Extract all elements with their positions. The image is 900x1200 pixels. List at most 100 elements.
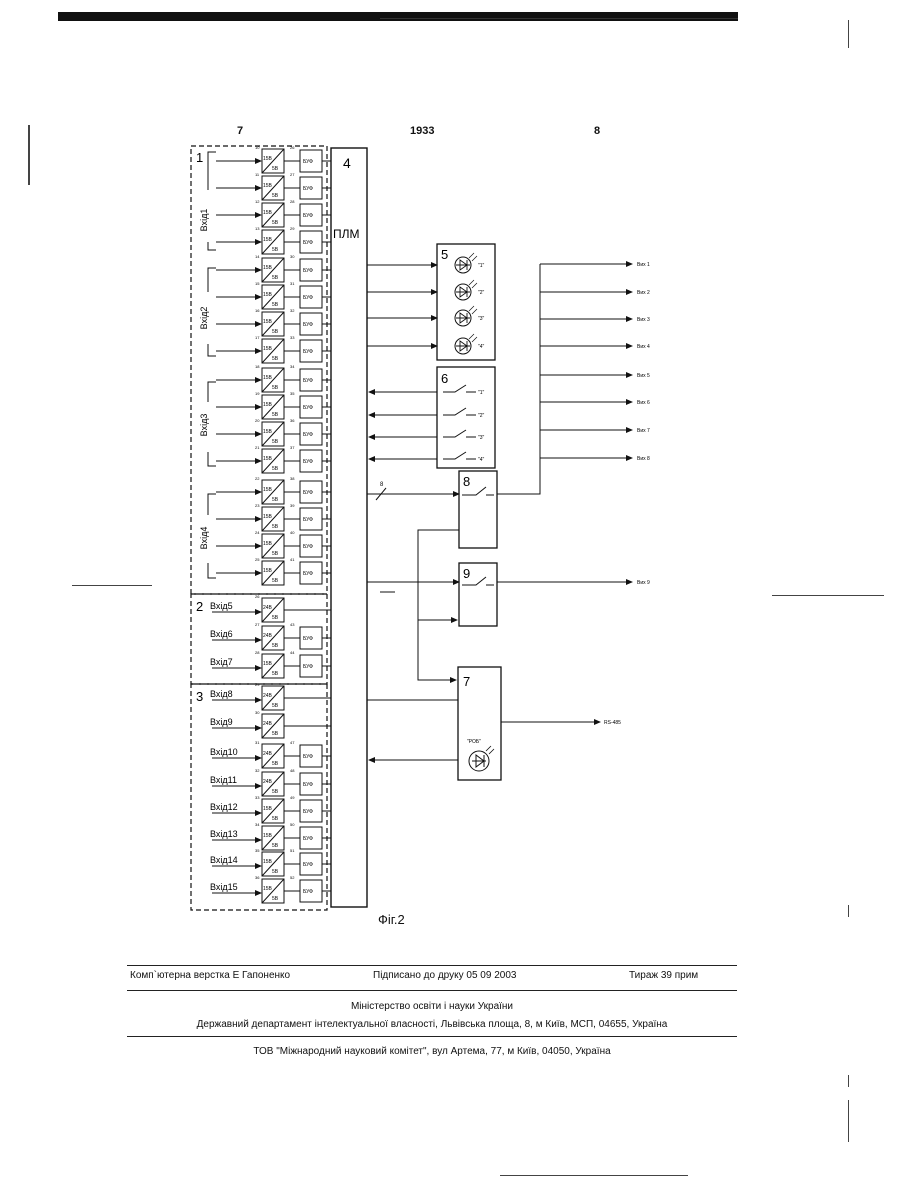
department-line: Державний департамент інтелектуальної вл… — [127, 1019, 737, 1030]
output-label: Вих 3 — [637, 317, 650, 323]
ref-number: 35 — [290, 391, 295, 396]
ref-number: 14 — [255, 254, 260, 259]
ref-number: 21 — [255, 445, 260, 450]
bus-width-label: 8 — [380, 482, 384, 488]
buffer-box: БУФ26 — [284, 145, 331, 172]
scan-margin-mark — [848, 1075, 849, 1087]
scan-margin-mark — [500, 1175, 688, 1176]
converter-label-bottom: 5В — [272, 329, 279, 335]
converter-label-bottom: 5В — [272, 869, 279, 875]
converter-label-top: 15В — [263, 156, 273, 162]
converter-label-bottom: 5В — [272, 615, 279, 621]
ref-number: 30 — [290, 254, 295, 259]
buffer-box: БУФ38 — [284, 476, 331, 503]
block-number-7: 7 — [463, 674, 470, 689]
converter-box: 24В5В30 — [255, 710, 284, 738]
converter-label-bottom: 5В — [272, 466, 279, 472]
buffer-box: БУФ51 — [284, 848, 331, 875]
ref-number: 24 — [255, 530, 260, 535]
block-diagram: 1 2 3 4 ПЛМ 15В5В10БУФ2615В5В11БУФ2715В5… — [0, 0, 900, 930]
footer-rule — [127, 1036, 737, 1037]
ref-number: 36 — [255, 875, 260, 880]
ref-number: 16 — [255, 308, 260, 313]
buffer-box: БУФ47 — [284, 740, 331, 767]
rob-label: "РОБ" — [467, 739, 481, 745]
buffer-label: БУФ — [303, 295, 313, 301]
converter-label-bottom: 5В — [272, 703, 279, 709]
output-lines: Вих 1Вих 2Вих 3Вих 4Вих 5Вих 6Вих 7Вих 8… — [540, 262, 650, 586]
converter-label-top: 15В — [263, 265, 273, 271]
ref-number: 41 — [290, 557, 295, 562]
buffer-label: БУФ — [303, 432, 313, 438]
ref-number: 13 — [255, 226, 260, 231]
switch-label: "1" — [478, 390, 485, 396]
buffer-label: БУФ — [303, 544, 313, 550]
group-label-vkhid2: Вхід2 — [199, 307, 209, 330]
converter-label-bottom: 5В — [272, 220, 279, 226]
converter-label-bottom: 5В — [272, 816, 279, 822]
block-number-5: 5 — [441, 247, 448, 262]
buffer-label: БУФ — [303, 517, 313, 523]
converter-label-bottom: 5В — [272, 524, 279, 530]
ref-number: 31 — [255, 740, 260, 745]
converter-label-bottom: 5В — [272, 275, 279, 281]
converter-box: 15В5В23 — [255, 503, 284, 531]
ref-number: 17 — [255, 335, 260, 340]
ref-number: 30 — [255, 710, 260, 715]
ref-number: 33 — [290, 335, 295, 340]
buffer-box: БУФ27 — [284, 172, 331, 199]
signed-date: Підписано до друку 05 09 2003 — [373, 970, 516, 981]
side-input-label: Вхід11 — [210, 775, 237, 785]
converter-label-bottom: 5В — [272, 497, 279, 503]
ministry-line: Міністерство освіти і науки України — [127, 1001, 737, 1012]
buffer-label: БУФ — [303, 636, 313, 642]
output-label: Вих 5 — [637, 373, 650, 379]
converter-label-bottom: 5В — [272, 789, 279, 795]
converter-label-top: 15В — [263, 833, 273, 839]
converter-box: 15В 5В 16 — [255, 308, 284, 336]
plm-block-4 — [331, 148, 367, 907]
ref-number: 31 — [290, 281, 295, 286]
converter-label-bottom: 5В — [272, 843, 279, 849]
buffer-label: БУФ — [303, 459, 313, 465]
side-input-label: Вхід9 — [210, 717, 233, 727]
ref-number: 15 — [255, 281, 260, 286]
converter-label-bottom: 5В — [272, 166, 279, 172]
output-label: Вих 6 — [637, 400, 650, 406]
converter-box: 15В5В35 — [255, 848, 284, 876]
buffer-label: БУФ — [303, 322, 313, 328]
converter-box: 15В5В34 — [255, 822, 284, 850]
converter-box: 15В5В36 — [255, 875, 284, 903]
buffer-box: БУФ29 — [284, 226, 331, 253]
bracket-3 — [208, 382, 216, 466]
ref-number: 29 — [290, 226, 295, 231]
converter-label-top: 15В — [263, 319, 273, 325]
buffer-box: БУФ 31 — [284, 281, 331, 308]
converter-box: 15В5В28 — [255, 650, 284, 678]
converter-label-top: 15В — [263, 859, 273, 865]
ref-number: 19 — [255, 391, 260, 396]
side-input-label: Вхід7 — [210, 657, 233, 667]
converter-label-bottom: 5В — [272, 671, 279, 677]
ref-number: 26 — [290, 145, 295, 150]
converter-box: 15В5В13 — [255, 226, 284, 254]
converter-label-top: 15В — [263, 487, 273, 493]
converter-label-top: 15В — [263, 292, 273, 298]
converter-box: 15В5В11 — [255, 172, 284, 200]
ref-number: 34 — [290, 364, 295, 369]
converter-label-bottom: 5В — [272, 578, 279, 584]
ref-number: 25 — [255, 557, 260, 562]
buffer-box: БУФ 37 — [284, 445, 331, 472]
buffer-label: БУФ — [303, 782, 313, 788]
print-run: Тираж 39 прим — [629, 970, 698, 981]
ref-number: 48 — [290, 768, 295, 773]
output-label-9: Вих 9 — [637, 580, 650, 586]
ref-number: 33 — [255, 795, 260, 800]
output-label: Вих 4 — [637, 344, 650, 350]
converter-label-top: 24В — [263, 721, 273, 727]
converter-box: 24В5В32 — [255, 768, 284, 796]
ref-number: 12 — [255, 199, 260, 204]
ref-number: 37 — [290, 445, 295, 450]
converter-label-bottom: 5В — [272, 439, 279, 445]
led-label: "4" — [478, 344, 485, 350]
